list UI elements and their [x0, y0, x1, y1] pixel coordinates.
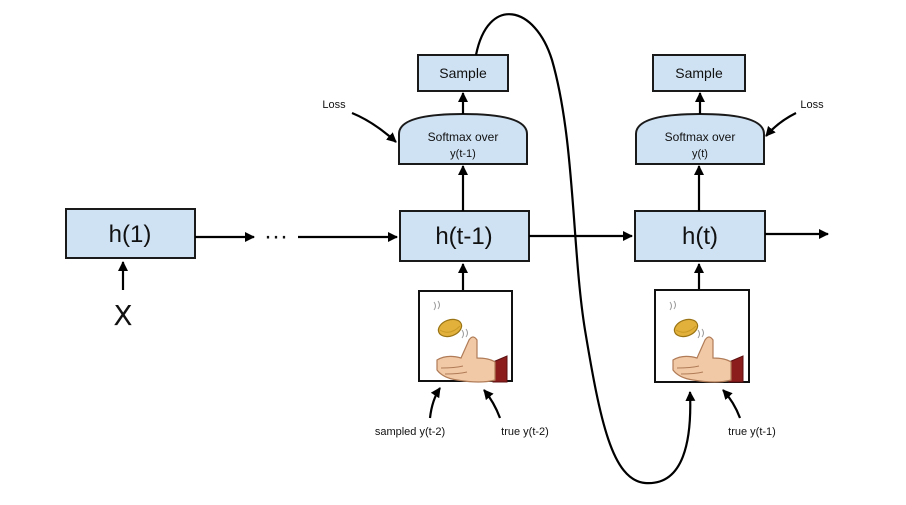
softmax-right-shape — [635, 112, 765, 165]
softmax-right-line2: y(t) — [692, 148, 708, 160]
hidden-state-ht1-box — [399, 210, 530, 262]
loss-right-arrow — [765, 112, 797, 137]
softmax-left-shape — [398, 112, 528, 165]
label-true-y-t-1: true y(t-1) — [728, 426, 776, 438]
softmax-right-line1: Softmax over — [665, 130, 736, 144]
ellipsis-label: ··· — [264, 223, 288, 250]
true-left-arrow — [483, 389, 502, 419]
hidden-state-ht-label: h(t) — [682, 223, 718, 250]
hidden-state-ht-box — [634, 210, 766, 262]
hidden-state-h1-label: h(1) — [109, 221, 152, 248]
hidden-state-h1-box — [65, 208, 196, 259]
sampled-arrow — [428, 387, 441, 419]
sample-feedback-curve — [474, 13, 696, 485]
softmax-left-line2: y(t-1) — [450, 148, 476, 160]
hidden-state-ht1-label: h(t-1) — [435, 223, 492, 250]
true-right-arrow — [722, 389, 742, 419]
softmax-left-line1: Softmax over — [428, 130, 499, 144]
loss-right-label: Loss — [800, 99, 824, 111]
input-x-label: X — [113, 299, 132, 332]
label-true-y-t-2: true y(t-2) — [501, 426, 549, 438]
loss-left-arrow — [351, 111, 397, 143]
sample-left-label: Sample — [439, 65, 487, 81]
sample-left-box — [417, 54, 509, 92]
sample-right-box — [652, 54, 746, 92]
loss-left-label: Loss — [322, 99, 346, 111]
sample-right-label: Sample — [675, 65, 723, 81]
label-sampled-y-t-2: sampled y(t-2) — [375, 426, 445, 438]
